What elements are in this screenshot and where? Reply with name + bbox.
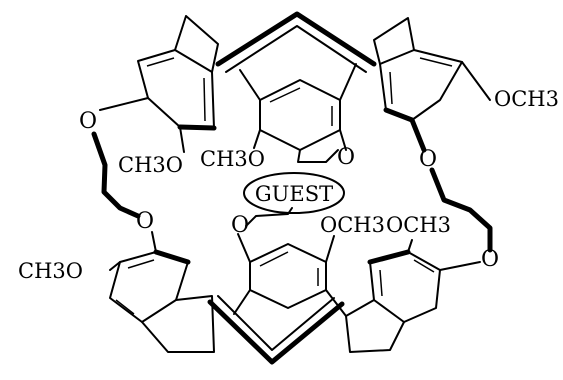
oxygen-left-bottom: O [136,209,154,234]
oxygen-center-lower: O [231,213,249,238]
left-ethylene-linker [91,97,149,219]
bottom-left-aryl-ring [109,231,215,353]
methoxy-label-right-top: OCH3 [494,87,559,111]
guest-label: GUEST [255,182,333,206]
top-left-methoxy-bond [179,126,185,153]
guest-ellipse [243,172,345,214]
oxygen-right-bottom: O [481,247,499,272]
top-bridge-thin [225,25,367,73]
central-upper-aryl-ring [239,63,357,163]
oxygen-center-upper: O [337,145,355,170]
methoxy-label-left-mid: CH3O [118,153,183,177]
methoxy-label-center-bottom: OCH3 [320,213,385,237]
bottom-bridge-thin [217,295,335,351]
oxygen-left-top: O [79,109,97,134]
top-left-aryl-ring [137,15,219,131]
top-right-aryl-ring [373,17,463,123]
top-bridge-bold [215,11,377,67]
right-ethylene-linker [409,117,493,253]
methoxy-label-left-bottom: CH3O [18,259,83,283]
top-right-methoxy-bond [461,61,491,101]
methoxy-label-center-top: CH3O [200,147,265,171]
oxygen-right-mid: O [419,147,437,172]
methoxy-label-right-bottom: OCH3 [386,213,451,237]
bottom-right-aryl-ring [345,239,481,353]
bottom-bridge-bold [207,299,345,365]
central-lower-aryl-ring [233,207,347,317]
